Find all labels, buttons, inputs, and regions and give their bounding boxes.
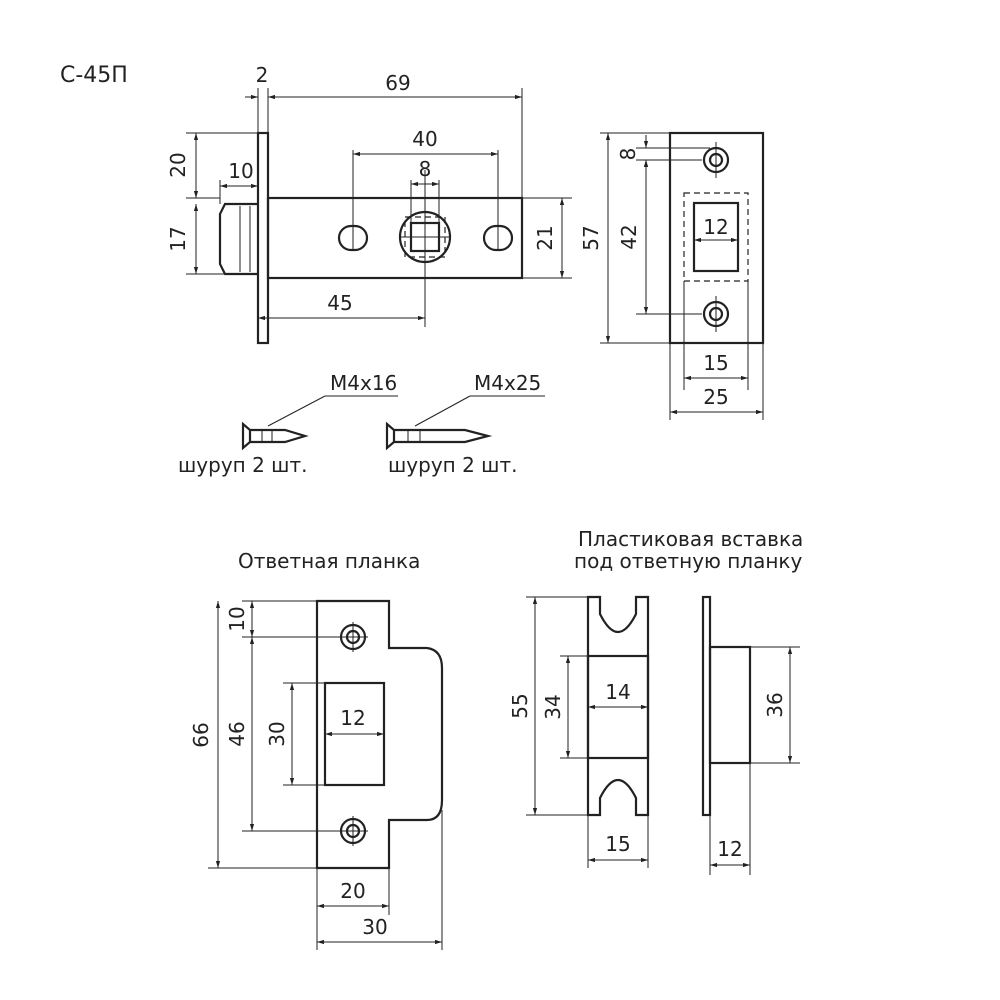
screw-m4x16: M4x16 шуруп 2 шт.: [178, 371, 398, 477]
latch-side-view: 2 69 40 8 20 10 17 21 45: [166, 63, 572, 345]
screw-caption-2: шуруп 2 шт.: [388, 453, 518, 477]
dim-insert-side-height: 36: [763, 692, 787, 717]
screw-caption-1: шуруп 2 шт.: [178, 453, 308, 477]
dim-strike-window-height: 30: [265, 721, 289, 746]
dim-insert-box-width: 14: [605, 680, 630, 704]
dim-square-hole: 8: [419, 157, 432, 181]
dim-bolt-height: 17: [166, 226, 190, 251]
dim-faceplate-inner-width: 15: [703, 351, 728, 375]
strike-plate-view: Ответная планка 10 66 46 30 12: [189, 549, 444, 950]
faceplate-outline: [668, 131, 765, 345]
dim-backset: 45: [327, 291, 352, 315]
faceplate-bolt-window: [692, 201, 740, 273]
latch-bolt: [218, 202, 258, 276]
dim-hole-spacing: 40: [412, 127, 437, 151]
plastic-insert-view: Пластиковая вставка под ответную планку …: [508, 527, 803, 875]
screw-spec-1: M4x16: [330, 371, 397, 395]
dim-faceplate-height: 57: [579, 225, 603, 250]
dim-strike-window-width: 12: [340, 706, 365, 730]
insert-side-body: [708, 645, 752, 765]
screw-spec-2: M4x25: [474, 371, 541, 395]
dim-bolt-depth: 10: [228, 159, 253, 183]
dim-strike-total-width: 30: [362, 915, 387, 939]
insert-title-line2: под ответную планку: [574, 549, 803, 573]
latch-faceplate: [256, 131, 270, 345]
dim-strike-hole-spacing: 46: [225, 721, 249, 746]
dim-bolt-window: 12: [703, 215, 728, 239]
latch-body: [266, 196, 524, 280]
dim-insert-box-height: 34: [541, 694, 565, 719]
insert-front-outline: [586, 595, 650, 817]
dim-insert-side-depth: 12: [717, 837, 742, 861]
faceplate-front-view: 8 57 42 12 15 25: [579, 131, 765, 420]
model-label: С-45П: [60, 63, 128, 88]
dim-faceplate-hole-spacing: 42: [617, 224, 641, 249]
strike-plate-outline: [315, 599, 444, 870]
dim-faceplate-width: 25: [703, 385, 728, 409]
dim-bolt-height-top: 20: [166, 152, 190, 177]
dim-strike-width: 20: [340, 879, 365, 903]
strike-plate-title: Ответная планка: [238, 549, 420, 573]
dim-insert-width: 15: [605, 832, 630, 856]
dim-total-length: 69: [385, 71, 410, 95]
dim-body-height: 21: [533, 225, 557, 250]
dim-strike-screw-offset: 10: [225, 606, 249, 631]
dim-insert-height: 55: [508, 693, 532, 718]
screw-m4x25: M4x25 шуруп 2 шт.: [385, 371, 545, 477]
dim-faceplate-thickness: 2: [256, 63, 269, 87]
dim-strike-height: 66: [189, 722, 213, 747]
insert-title-line1: Пластиковая вставка: [578, 527, 803, 551]
dim-screw-offset: 8: [616, 148, 640, 161]
